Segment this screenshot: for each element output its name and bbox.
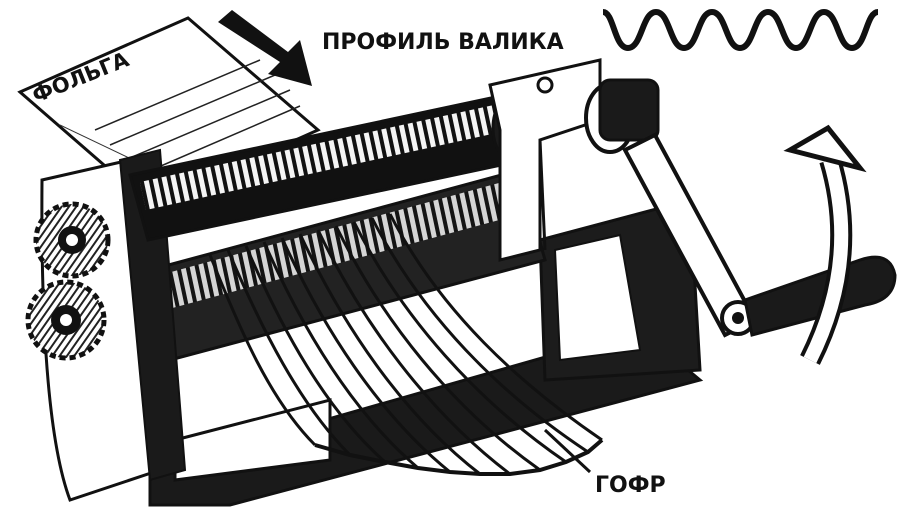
feed-direction-arrow-icon xyxy=(218,10,312,86)
corrugated-strips-end xyxy=(314,438,604,476)
roller-profile-wave xyxy=(601,8,880,52)
corrugation-label: ГОФР xyxy=(595,473,666,498)
rotation-arrow-icon xyxy=(783,124,867,365)
right-bracket xyxy=(488,58,602,262)
crank-handle xyxy=(584,78,897,338)
corrugation-leader-line xyxy=(543,428,592,474)
roller-profile-label: ПРОФИЛЬ ВАЛИКА xyxy=(322,30,564,55)
upper-gear xyxy=(33,201,111,279)
lower-gear xyxy=(25,279,107,361)
corrugated-strips xyxy=(208,213,603,476)
machine-base xyxy=(148,198,704,507)
